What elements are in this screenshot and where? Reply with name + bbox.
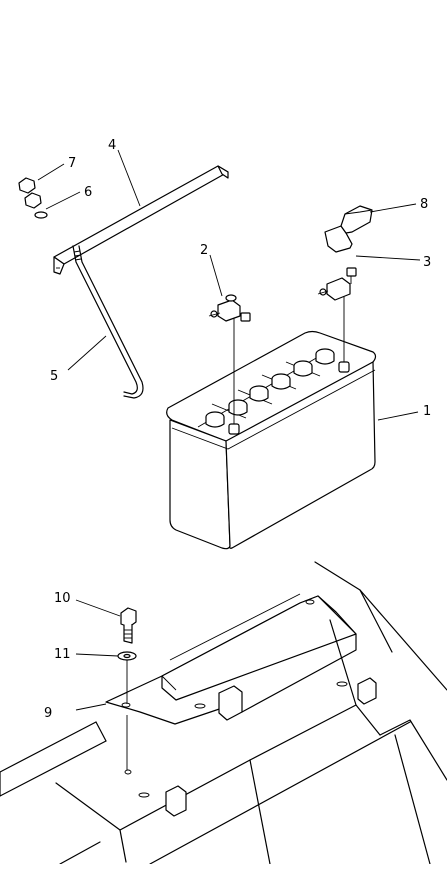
callout-8: 8 xyxy=(420,197,428,212)
battery xyxy=(166,330,377,550)
washer-11 xyxy=(117,651,137,661)
leader-lines xyxy=(37,149,421,711)
callout-1: 1 xyxy=(423,404,431,419)
nuts-7 xyxy=(18,177,42,209)
callout-7: 7 xyxy=(68,156,76,171)
mounting-plate-9 xyxy=(105,593,357,725)
hold-down-bar-4 xyxy=(53,165,229,275)
terminal-clamp-3 xyxy=(317,267,357,301)
terminal-cover-8 xyxy=(324,205,373,253)
battery-cell-caps xyxy=(205,348,335,428)
machine-frame xyxy=(0,561,447,865)
callout-4: 4 xyxy=(108,138,116,153)
callout-10: 10 xyxy=(54,591,71,606)
callout-2: 2 xyxy=(200,243,208,258)
terminal-clamp-2 xyxy=(208,294,251,322)
j-bolt-5 xyxy=(72,245,144,399)
bolt-10 xyxy=(120,607,137,644)
callout-3: 3 xyxy=(423,255,431,270)
frame-bolt-hole xyxy=(124,769,132,775)
callout-11: 11 xyxy=(54,647,71,662)
washer-6 xyxy=(34,211,48,219)
callout-5: 5 xyxy=(50,369,58,384)
callout-labels: 1 2 3 4 5 6 7 8 9 10 11 xyxy=(44,138,431,721)
callout-6: 6 xyxy=(84,185,92,200)
callout-9: 9 xyxy=(44,706,52,721)
